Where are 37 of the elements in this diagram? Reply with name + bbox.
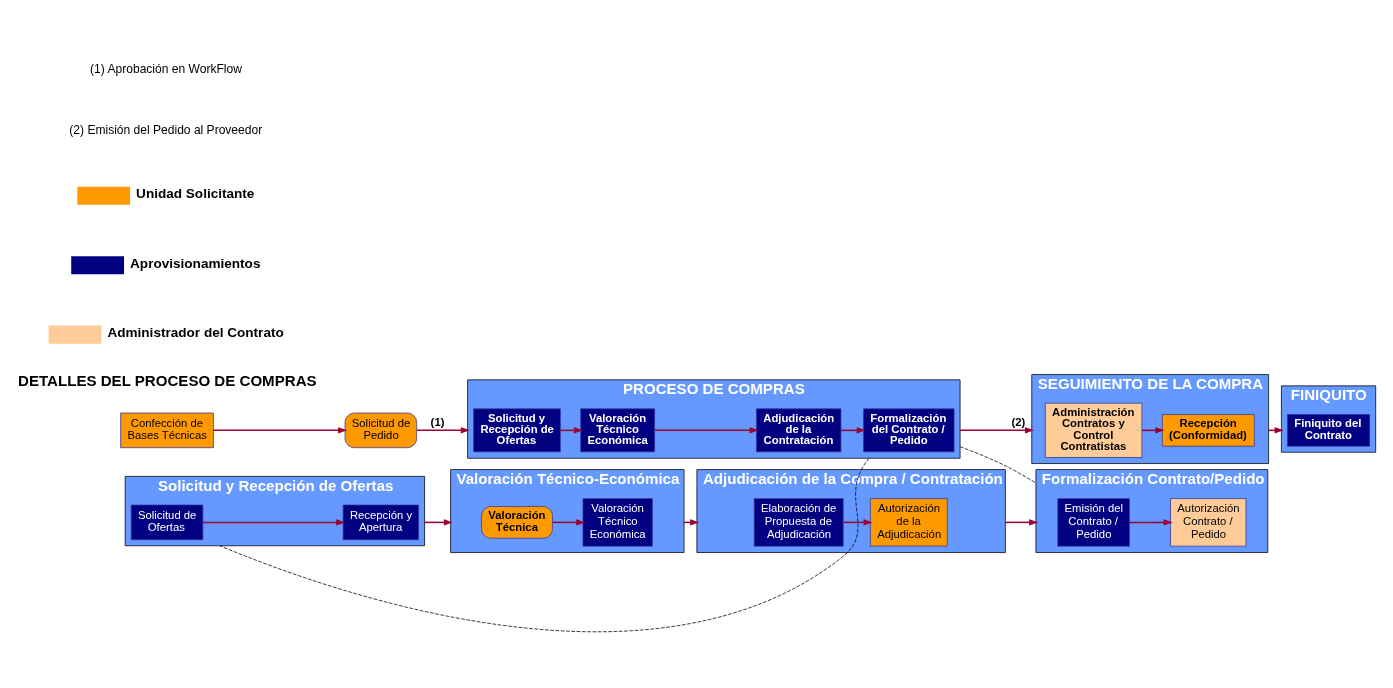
node-box: Elaboración de Propuesta de Adjudicación	[753, 497, 844, 546]
node-box: Autorización Contrato / Pedido	[1170, 497, 1247, 546]
arrow	[416, 426, 470, 434]
edge-label: (2)	[1011, 415, 1026, 428]
node-box: Valoración Técnica	[481, 505, 553, 539]
node-box: Solicitud de Pedido	[344, 412, 418, 448]
edge-label: (1)	[430, 415, 445, 428]
node-box: Confección de Bases Técnicas	[120, 412, 214, 448]
label: (2) Emisión del Pedido al Proveedor	[69, 122, 263, 137]
node-box: Recepción (Conformidad)	[1161, 413, 1255, 447]
arrow	[551, 518, 586, 526]
arrow	[654, 426, 759, 434]
node-box: Solicitud y Recepción de Ofertas	[473, 408, 561, 452]
arrow	[1004, 518, 1039, 526]
node-box: Emisión del Contrato / Pedido	[1057, 497, 1130, 546]
legend-label: Aprovisionamientos	[130, 255, 261, 271]
node-box: Adjudicación de la Contratación	[756, 408, 842, 452]
node-box: Solicitud de Ofertas	[130, 504, 204, 540]
legend-label: Administrador del Contrato	[107, 324, 284, 340]
node-box: Autorización de la Adjudicación	[869, 497, 948, 546]
arrow	[202, 518, 346, 526]
connector	[219, 457, 870, 631]
arrow	[212, 426, 348, 434]
node-box: Valoración Técnico Económica	[582, 497, 653, 546]
node-box: Recepción y Apertura	[342, 504, 419, 540]
label: DETALLES DEL PROCESO DE COMPRAS	[18, 371, 317, 389]
arrow	[1128, 518, 1173, 526]
node-box: Administración Contratos y Control Contratistas	[1044, 402, 1143, 458]
arrow	[423, 518, 453, 526]
node-box: Formalización del Contrato / Pedido	[863, 408, 955, 452]
node-box: Finiquito del Contrato	[1287, 413, 1371, 447]
label: (1) Aprobación en WorkFlow	[90, 61, 242, 76]
arrow	[842, 518, 873, 526]
connector	[959, 445, 1037, 483]
arrow	[959, 426, 1035, 434]
legend-label: Unidad Solicitante	[136, 185, 255, 201]
node-box: Valoración Técnico Económica	[580, 408, 655, 452]
